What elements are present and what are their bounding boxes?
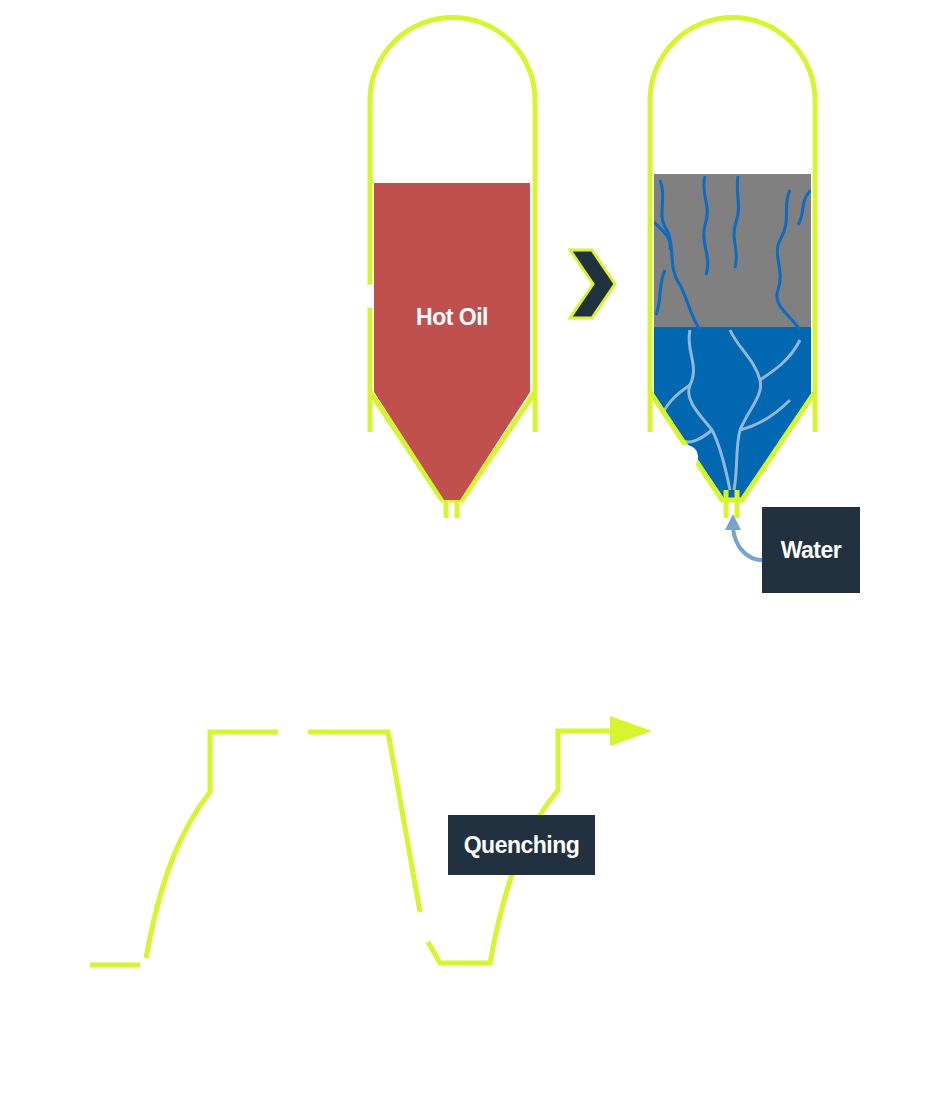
inlet-arrow — [733, 528, 762, 560]
curve-arrowhead — [610, 716, 652, 746]
cracks — [654, 176, 811, 330]
silo-outline — [370, 17, 815, 518]
silo-fill-shape — [374, 183, 530, 500]
node-label: Hot Oil — [374, 304, 530, 331]
hot-oil-shape — [374, 183, 530, 500]
node-label: Water — [781, 537, 842, 564]
temperature-curve — [90, 731, 612, 965]
hot-oil-fill: Hot Oil — [374, 183, 530, 500]
node-label: Quenching — [464, 832, 580, 859]
inlet-arrowhead — [725, 514, 741, 530]
cracks-water — [660, 330, 800, 490]
label-box: Quenching — [448, 815, 595, 875]
nozzle-dot — [674, 445, 698, 469]
label-box: Water — [762, 507, 860, 593]
chevron-arrow — [570, 250, 615, 318]
water-layer — [654, 327, 811, 507]
quenched-contents — [654, 174, 811, 507]
